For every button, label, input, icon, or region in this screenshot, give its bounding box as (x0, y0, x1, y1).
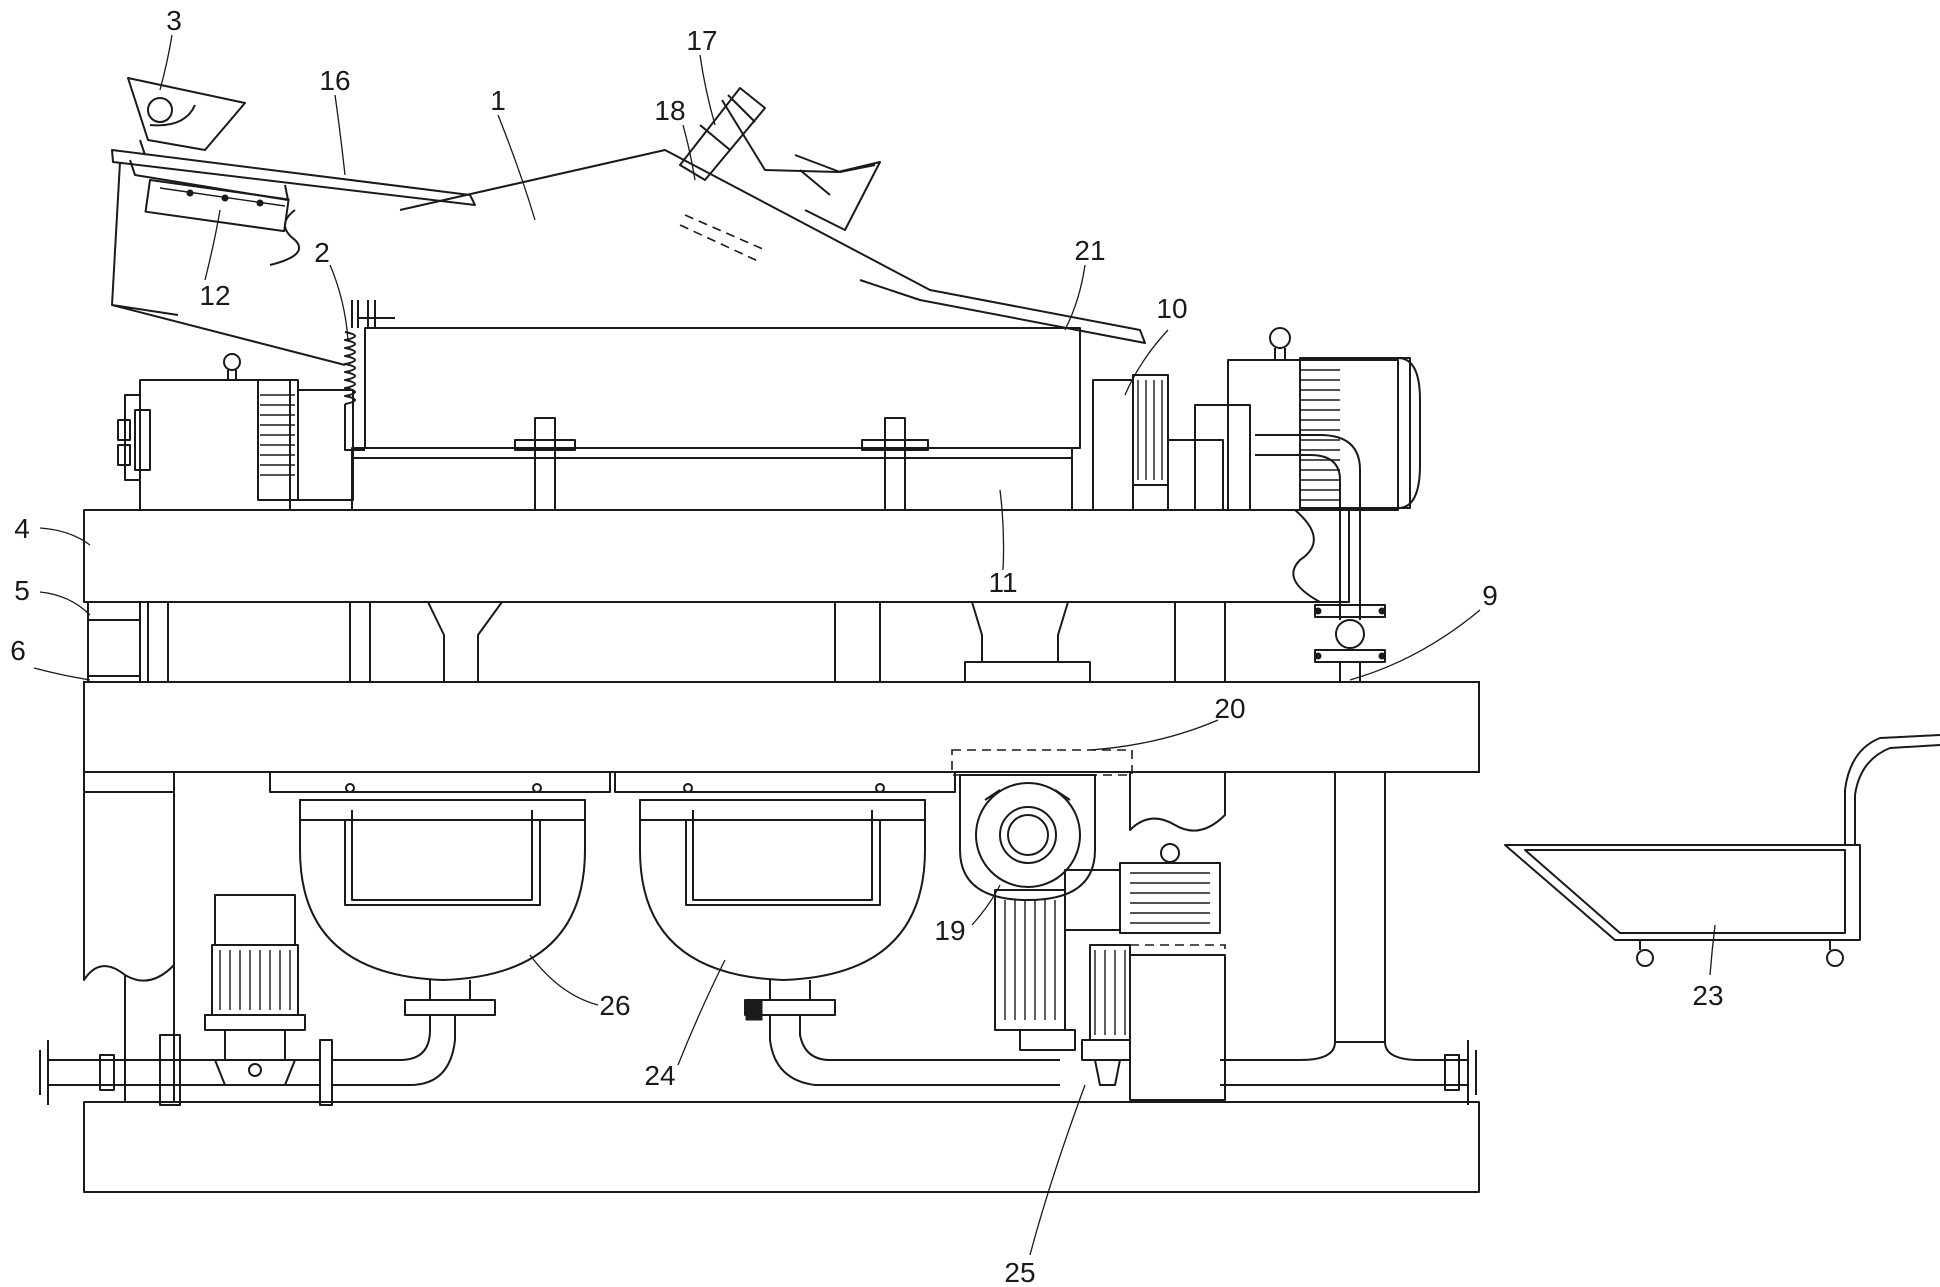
callout-21: 20 (1214, 693, 1245, 724)
callout-24: 24 (644, 1060, 675, 1091)
callout-23: 21 (1074, 235, 1105, 266)
callout-9: 9 (1482, 580, 1498, 611)
callout-17: 17 (686, 25, 717, 56)
upper-platform (83, 509, 1350, 683)
collection-cart (1504, 734, 1940, 967)
callout-19: 19 (934, 915, 965, 946)
callout-10: 10 (1156, 293, 1187, 324)
right-motor (1092, 327, 1421, 682)
callout-11: 11 (988, 567, 1017, 598)
lower-platform (83, 681, 1480, 773)
callout-12: 12 (199, 280, 230, 311)
callout-2: 2 (314, 237, 330, 268)
left-motor (117, 353, 354, 511)
callout-18: 18 (654, 95, 685, 126)
callout-1: 1 (490, 85, 506, 116)
callout-3: 3 (166, 5, 182, 36)
callout-6: 6 (10, 635, 26, 666)
callout-16: 16 (319, 65, 350, 96)
screen-hopper-body (111, 77, 1146, 366)
base-frame (83, 771, 1480, 1193)
callout-labels: 3 16 1 17 18 12 2 21 10 11 4 5 6 9 20 19… (10, 5, 1723, 1287)
screw-conveyor (951, 749, 1226, 1101)
callout-25: 25 (1004, 1257, 1035, 1287)
callout-20: 23 (1692, 980, 1723, 1011)
callout-5: 5 (14, 575, 30, 606)
pipework (39, 894, 1477, 1106)
callout-26: 26 (599, 990, 630, 1021)
upper-tank (344, 300, 1081, 511)
settling-tanks (269, 771, 956, 1021)
callout-4: 4 (14, 513, 30, 544)
leader-lines (33, 34, 1716, 1256)
